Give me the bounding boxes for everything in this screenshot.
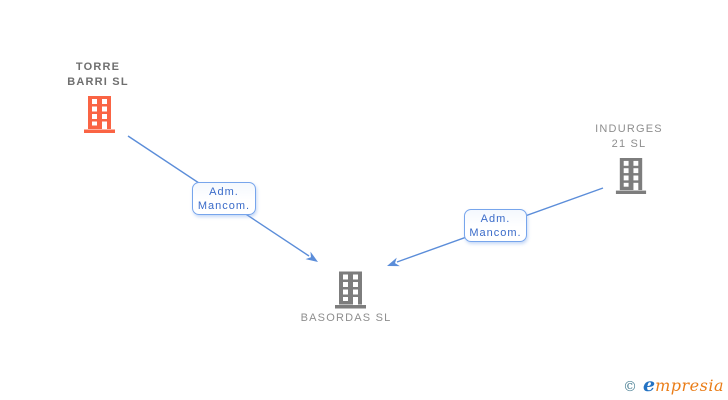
brand-rest: mpresia <box>655 376 724 395</box>
company-name-line: INDURGES <box>595 123 663 135</box>
building-icon[interactable] <box>615 158 647 194</box>
copyright-icon: © <box>623 379 637 395</box>
brand-initial: e <box>643 374 656 396</box>
brand-wordmark: empresia <box>643 374 724 396</box>
arrowhead-icon <box>305 251 318 262</box>
relationship-label-line: Adm. <box>209 185 239 198</box>
relationship-label-torre: Adm. Mancom. <box>192 182 256 215</box>
relationship-label-line: Adm. <box>480 212 511 225</box>
building-icon[interactable] <box>335 271 366 309</box>
company-label-torre-barri-sl: TORRE BARRI SL <box>18 60 178 90</box>
building-icon[interactable] <box>84 96 115 133</box>
relationship-label-line: Mancom. <box>197 199 251 212</box>
company-name-line: BASORDAS SL <box>300 312 392 324</box>
company-label-basordas-sl: BASORDAS SL <box>266 311 426 326</box>
company-name-line: TORRE <box>75 61 121 73</box>
relationship-label-indurges: Adm. Mancom. <box>464 209 527 242</box>
relationship-label-line: Mancom. <box>469 226 522 239</box>
company-name-line: 21 SL <box>611 138 647 150</box>
empresia-logo[interactable]: © empresia <box>623 374 724 396</box>
arrowhead-icon <box>387 257 400 267</box>
company-label-indurges-21-sl: INDURGES 21 SL <box>549 122 709 152</box>
company-name-line: BARRI SL <box>67 76 129 88</box>
